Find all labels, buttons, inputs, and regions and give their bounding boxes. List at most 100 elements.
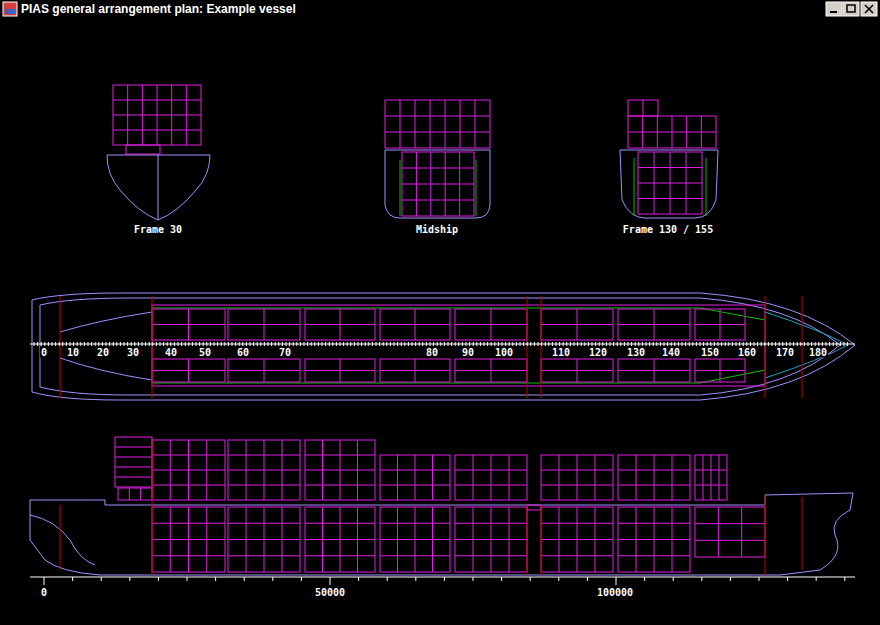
scale-tick — [509, 342, 510, 346]
scale-tick — [404, 342, 405, 346]
container-line — [380, 485, 450, 486]
scale-tick — [487, 342, 488, 346]
window-buttons — [826, 2, 877, 16]
container-bay — [115, 437, 152, 487]
bulkhead-line — [60, 296, 61, 398]
scale-tick — [685, 342, 686, 346]
scale-number: 0 — [40, 347, 48, 358]
container-line — [140, 488, 141, 500]
scale-tick — [350, 342, 351, 346]
scale-tick — [602, 342, 603, 346]
scale-tick — [451, 342, 452, 346]
scale-tick — [376, 342, 377, 346]
container-line — [402, 168, 474, 169]
scale-tick — [728, 342, 729, 346]
bulkhead-line — [152, 440, 153, 575]
scale-tick — [152, 342, 153, 346]
section-hull — [385, 150, 490, 218]
scale-tick — [793, 342, 794, 346]
scale-tick — [516, 342, 517, 346]
scale-tick — [196, 342, 197, 346]
scale-tick — [358, 342, 359, 346]
scale-tick — [426, 342, 427, 346]
container-line — [491, 455, 492, 500]
scale-tick — [667, 342, 668, 346]
scale-tick — [725, 342, 726, 346]
scale-tick — [787, 577, 788, 581]
scale-tick — [473, 342, 474, 346]
scale-tick — [415, 342, 416, 346]
container-line — [618, 485, 690, 486]
container-line — [703, 455, 704, 500]
scale-tick — [178, 342, 179, 346]
scale-tick — [700, 342, 701, 346]
container-line — [654, 455, 655, 500]
scale-tick — [278, 342, 279, 346]
scale-tick — [644, 577, 645, 581]
bulkhead-line — [541, 296, 542, 398]
scale-tick — [170, 342, 171, 346]
scale-tick — [847, 342, 848, 346]
scale-tick — [301, 577, 302, 581]
container-bay — [695, 309, 745, 340]
container-bay — [695, 359, 745, 382]
container-line — [380, 523, 450, 524]
scale-tick — [498, 342, 499, 346]
scale-tick — [228, 342, 229, 346]
scale-tick — [62, 342, 63, 346]
scale-tick — [743, 342, 744, 346]
scale-tick — [628, 342, 629, 346]
scale-tick — [296, 342, 297, 346]
container-line — [618, 470, 690, 471]
scale-tick — [437, 342, 438, 346]
longitudinal-bulkhead — [476, 160, 477, 216]
scale-tick — [502, 342, 503, 346]
container-bay — [152, 507, 225, 572]
container-bay — [541, 507, 613, 572]
scale-number: 100 — [494, 347, 514, 358]
container-line — [618, 555, 690, 556]
scale-tick — [307, 342, 308, 346]
scale-tick — [109, 342, 110, 346]
scale-number: 50 — [198, 347, 212, 358]
container-bay — [228, 507, 300, 572]
container-bay — [638, 152, 702, 214]
container-bay — [380, 507, 450, 572]
scale-number: 90 — [461, 347, 475, 358]
container-line — [228, 370, 300, 371]
scale-tick — [786, 342, 787, 346]
container-line — [541, 324, 613, 325]
scale-tick — [156, 342, 157, 346]
inner-hull — [152, 308, 765, 320]
scale-tick — [257, 342, 258, 346]
container-bay — [380, 309, 450, 340]
scale-tick — [530, 577, 531, 581]
scale-tick — [444, 342, 445, 346]
scale-tick — [246, 342, 247, 346]
scale-tick — [59, 342, 60, 346]
fore-contour — [765, 345, 848, 378]
scale-tick — [829, 342, 830, 346]
container-line — [305, 470, 375, 471]
container-line — [305, 539, 375, 540]
section-label: Midship — [415, 224, 459, 235]
scale-number: 70 — [278, 347, 292, 358]
container-line — [305, 455, 375, 456]
scale-tick — [383, 342, 384, 346]
scale-tick — [48, 342, 49, 346]
scale-tick — [372, 342, 373, 346]
scale-tick — [187, 577, 188, 581]
scale-tick — [701, 577, 702, 581]
scale-tick — [462, 342, 463, 346]
container-line — [152, 523, 225, 524]
longitudinal-bulkhead — [634, 158, 635, 216]
scale-tick — [98, 342, 99, 346]
scale-tick — [282, 342, 283, 346]
scale-tick — [311, 342, 312, 346]
scale-tick — [44, 577, 45, 585]
scale-tick — [181, 342, 182, 346]
scale-tick — [779, 342, 780, 346]
container-line — [415, 455, 416, 500]
scale-tick — [332, 342, 333, 346]
scale-tick — [556, 342, 557, 346]
